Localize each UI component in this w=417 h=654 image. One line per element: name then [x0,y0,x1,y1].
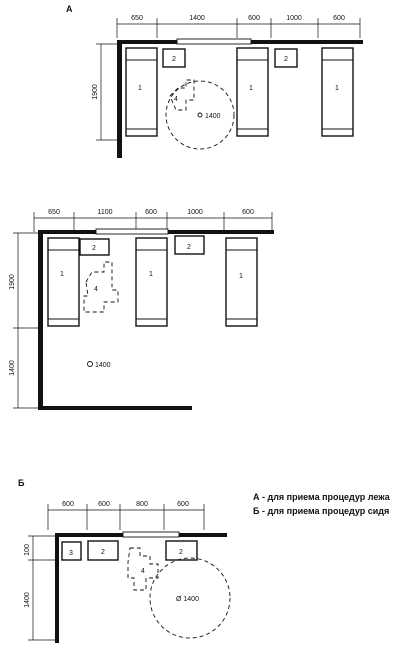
turning-circle-marker: 1400 [87,361,111,369]
plan-b-dim-3: 800 [136,501,148,508]
plan-a-dim-2: 1400 [189,15,205,22]
plan-a-left-wall [117,40,122,158]
svg-text:2: 2 [101,549,105,556]
legend-item-a: А - для приема процедур лежа [253,492,390,502]
plan-a2-dim-1: 650 [48,209,60,216]
bedside-table: 2 [174,235,205,255]
legend-item-b: Б - для приема процедур сидя [253,506,390,516]
bed: 1 [135,237,168,327]
plan-a2-left-wall [38,230,43,410]
plan-a2-dim-3: 600 [145,209,157,216]
plan-a-side-dim: 1900 [92,84,99,100]
chair: 4 [169,79,195,111]
svg-text:1: 1 [149,271,153,278]
plan-a-window [176,38,252,45]
bed: 1 [47,237,80,327]
svg-text:2: 2 [172,56,176,63]
svg-text:Ø 1400: Ø 1400 [176,596,199,603]
plan-b-dim-4: 600 [177,501,189,508]
svg-text:2: 2 [179,549,183,556]
svg-text:4: 4 [174,96,178,103]
plan-b-side-dim-2: 1400 [24,592,31,608]
bed: 1 [225,237,258,327]
svg-text:2: 2 [284,56,288,63]
plan-b-left-wall [55,533,59,643]
svg-text:1: 1 [138,85,142,92]
bed: 1 [321,47,354,137]
turning-circle: Ø 1400 [149,557,231,639]
plan-a2-side-dim-1: 1900 [9,274,16,290]
turning-circle: 1400 [165,80,235,150]
table: 2 [165,540,198,561]
plan-b-dim-1: 600 [62,501,74,508]
bedside-table: 2 [274,48,298,68]
plan-a2-dim-4: 1000 [187,209,203,216]
section-b-label: Б [18,478,25,488]
plan-a2-window [95,228,169,235]
svg-text:1: 1 [335,85,339,92]
svg-text:4: 4 [141,568,145,575]
chair: 4 [127,547,159,591]
svg-text:1400: 1400 [95,362,111,369]
plan-b-window [122,531,180,538]
svg-text:1: 1 [249,85,253,92]
plan-a2-dim-5: 600 [242,209,254,216]
svg-text:2: 2 [187,244,191,251]
plan-a2-bottom-wall [38,406,192,410]
svg-text:1: 1 [239,273,243,280]
bed: 1 [236,47,269,137]
bedside-table: 2 [162,48,186,68]
svg-text:1: 1 [60,271,64,278]
cabinet: 3 [61,541,82,561]
plan-a-dim-3: 600 [248,15,260,22]
chair: 4 [83,261,119,313]
svg-text:4: 4 [94,286,98,293]
plan-b-dim-2: 600 [98,501,110,508]
plan-a-dim-1: 650 [131,15,143,22]
plan-a-dim-4: 1000 [286,15,302,22]
svg-text:3: 3 [69,550,73,557]
bed: 1 [125,47,158,137]
plan-b: 600 600 800 600 100 1400 3 2 2 4 [24,501,231,643]
section-a-label: А [66,4,73,14]
plan-a: 650 1400 600 1000 600 1900 1 1 [92,15,363,158]
plan-a2: 650 1100 600 1000 600 1900 1400 1 1 [9,209,274,410]
plan-b-side-dim-1: 100 [24,544,31,556]
svg-text:1400: 1400 [205,113,221,120]
table: 2 [87,540,119,561]
bedside-table: 2 [79,238,110,256]
plan-a-dim-5: 600 [333,15,345,22]
plan-a2-side-dim-2: 1400 [9,360,16,376]
svg-text:2: 2 [92,245,96,252]
plan-a2-dim-2: 1100 [97,209,112,216]
